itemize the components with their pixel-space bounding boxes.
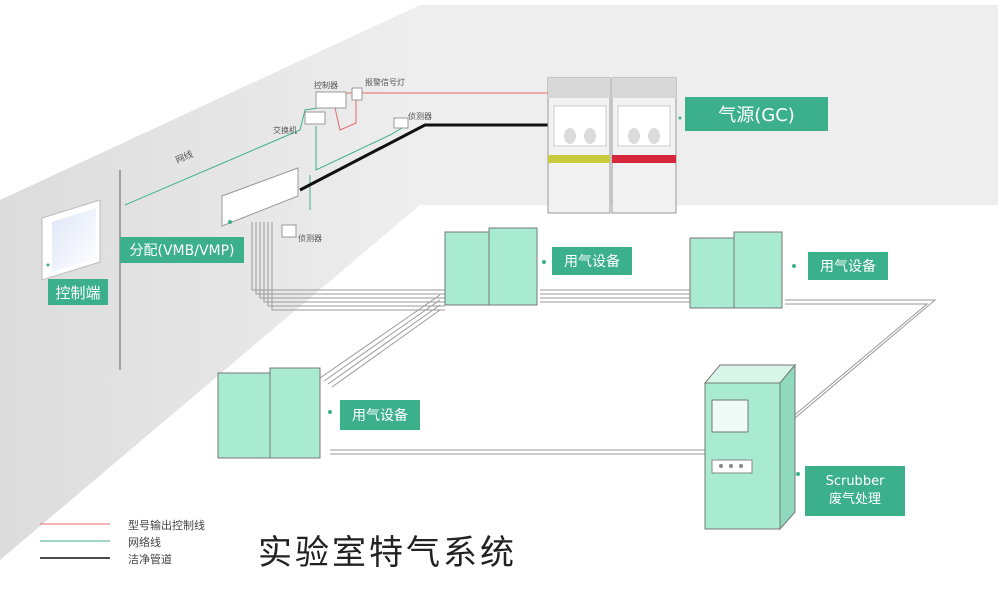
signal-lines [334,92,550,131]
gas-source-label: 气源(GC) [685,97,828,131]
gas-equipment-3-label: 用气设备 [340,400,420,430]
detector-1-label: 侦测器 [408,112,432,121]
gas-equipment-1-label: 用气设备 [552,247,632,275]
network-lines [124,107,403,210]
legend-signal-label: 型号输出控制线 [128,519,205,532]
gas-cabinet-left [547,77,611,214]
gas-equipment-2-label: 用气设备 [808,252,888,280]
gas-equipment-1 [444,227,546,306]
gas-equipment-3 [217,367,332,459]
detector-device-2 [281,224,297,238]
distribution-label: 分配(VMB/VMP) [120,237,244,263]
controller-label: 控制器 [314,81,338,90]
scrubber-label-line2: 废气处理 [828,492,881,507]
control-terminal-panel [41,199,101,281]
alarm-light-device [351,87,363,101]
pipe-bundle [251,222,937,455]
control-terminal-label: 控制端 [48,279,108,305]
legend-pipe-label: 洁净管道 [128,553,172,566]
scrubber-label-line1: Scrubber [825,474,885,490]
switch-device [304,111,326,125]
legend-network-label: 网络线 [128,536,161,549]
gas-equipment-2 [689,231,796,309]
distribution-box [221,167,299,227]
left-wall [0,5,420,560]
detector-2-label: 侦测器 [298,234,322,243]
diagram-title: 实验室特气系统 [258,533,517,573]
switch-label: 交换机 [273,126,297,135]
gas-cabinet-right [611,77,682,214]
controller-device [315,91,347,109]
main-pipe [299,123,550,192]
scrubber-label: Scrubber 废气处理 [805,466,905,516]
alarm-light-label: 报警信号灯 [365,78,405,87]
detector-device-1 [393,117,409,129]
scrubber-unit [703,363,800,531]
